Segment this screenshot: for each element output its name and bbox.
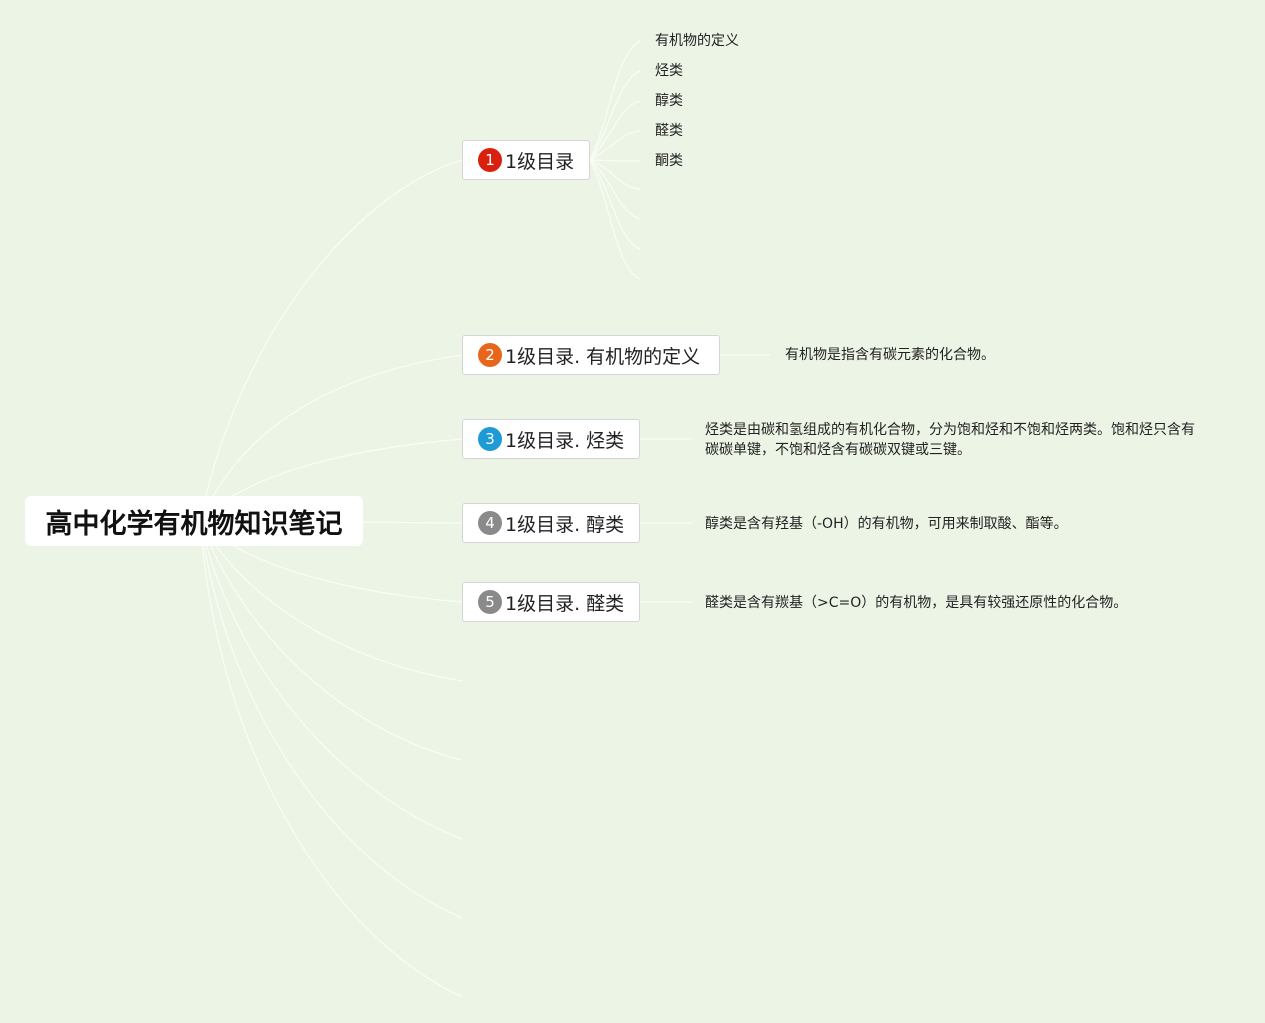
- topic-3-note: 烃类是由碳和氢组成的有机化合物，分为饱和烃和不饱和烃两类。饱和烃只含有碳碳单键，…: [705, 422, 1195, 458]
- branch-topic1-empty-2: [589, 159, 641, 220]
- priority-2-icon: 2: [478, 343, 502, 367]
- priority-3-icon: 3: [478, 427, 502, 451]
- branch-root-empty-2: [199, 520, 463, 761]
- subtopic-1[interactable]: 有机物的定义: [655, 33, 739, 49]
- branch-topic1-sub-5: [589, 159, 641, 162]
- branch-topic1-sub-3: [589, 100, 641, 161]
- topic-4[interactable]: 4 1级目录. 醇类: [462, 503, 640, 543]
- topic-1-label: 1级目录: [505, 150, 575, 173]
- branch-topic1-empty-1: [589, 159, 641, 190]
- topic-2[interactable]: 2 1级目录. 有机物的定义: [462, 335, 720, 375]
- priority-1-icon: 1: [478, 148, 502, 172]
- branch-root-empty-5: [199, 520, 463, 998]
- branch-root-topic-2: [199, 354, 463, 522]
- topic-3-label: 1级目录. 烃类: [505, 429, 625, 452]
- branch-topic1-empty-3: [589, 159, 641, 250]
- topic-3[interactable]: 3 1级目录. 烃类: [462, 419, 640, 459]
- branch-root-empty-1: [199, 520, 463, 682]
- topic-5-note: 醛类是含有羰基（>C=O）的有机物，是具有较强还原性的化合物。: [705, 595, 1128, 611]
- branch-root-empty-4: [199, 520, 463, 919]
- topic-4-label: 1级目录. 醇类: [505, 513, 625, 536]
- topic-4-note: 醇类是含有羟基（-OH）的有机物，可用来制取酸、酯等。: [705, 516, 1068, 532]
- branch-topic1-sub-1: [589, 40, 641, 161]
- topic-5-label: 1级目录. 醛类: [505, 592, 625, 615]
- topic-2-note: 有机物是指含有碳元素的化合物。: [785, 347, 995, 363]
- subtopic-4[interactable]: 醛类: [655, 123, 683, 139]
- subtopic-5[interactable]: 酮类: [655, 153, 683, 169]
- topic-5[interactable]: 5 1级目录. 醛类: [462, 582, 640, 622]
- subtopic-3[interactable]: 醇类: [655, 93, 683, 109]
- priority-4-icon: 4: [478, 511, 502, 535]
- branch-root-empty-3: [199, 520, 463, 840]
- branch-topic1-sub-4: [589, 130, 641, 161]
- root-topic-label: 高中化学有机物知识笔记: [45, 508, 343, 540]
- subtopic-2[interactable]: 烃类: [655, 63, 683, 79]
- branch-root-topic-1: [199, 159, 463, 522]
- root-topic[interactable]: 高中化学有机物知识笔记: [25, 496, 363, 546]
- branch-topic1-sub-2: [589, 70, 641, 161]
- priority-5-icon: 5: [478, 590, 502, 614]
- topic-1[interactable]: 1 1级目录: [462, 140, 590, 180]
- topic-2-label: 1级目录. 有机物的定义: [505, 345, 701, 368]
- branch-topic1-empty-4: [589, 159, 641, 280]
